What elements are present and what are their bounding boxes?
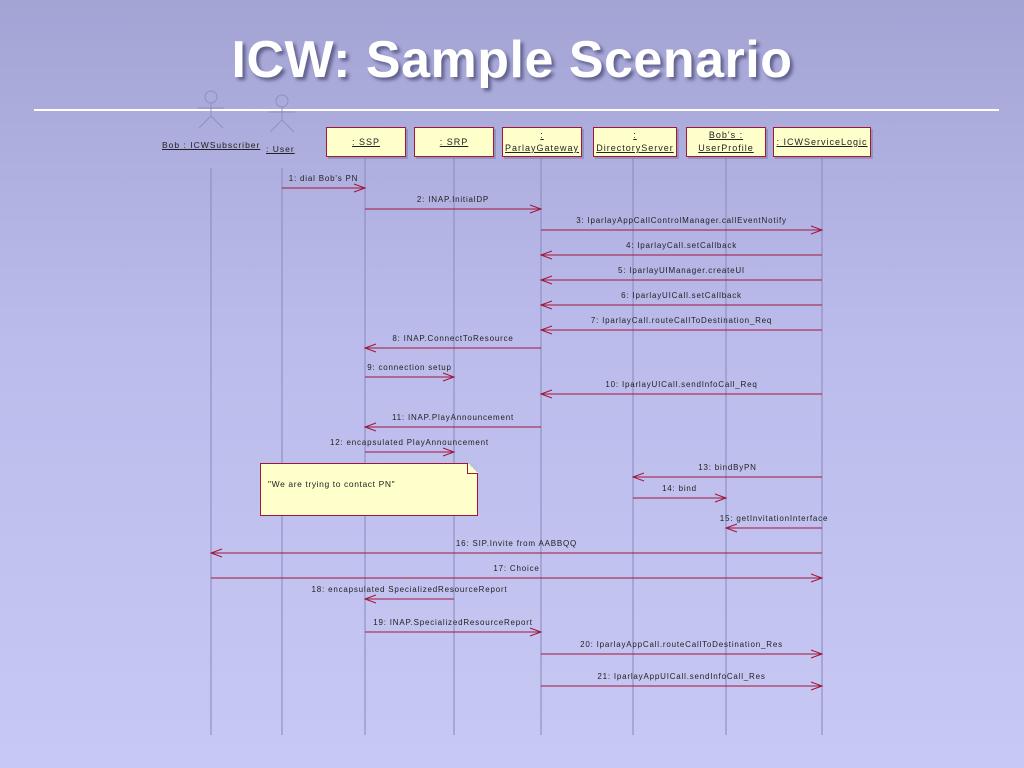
note-box: "We are trying to contact PN": [260, 463, 478, 516]
object-ssp-label: : SSP: [351, 136, 380, 147]
message-label-19: 19: INAP.SpecializedResourceReport: [373, 618, 533, 627]
message-label-16: 16: SIP.Invite from AABBQQ: [456, 539, 577, 548]
message-label-12: 12: encapsulated PlayAnnouncement: [330, 438, 489, 447]
message-arrowhead-18: [363, 594, 377, 604]
actor-figure-bob: [198, 90, 224, 129]
message-arrowhead-19: [529, 627, 543, 637]
message-label-8: 8: INAP.ConnectToResource: [392, 334, 513, 343]
object-directory-server-label: : DirectoryServer: [596, 130, 674, 153]
message-label-7: 7: IparlayCall.routeCallToDestination_Re…: [591, 316, 772, 325]
message-label-18: 18: encapsulated SpecializedResourceRepo…: [312, 585, 508, 594]
message-arrowhead-20: [810, 649, 824, 659]
message-label-15: 15: getInvitationInterface: [720, 514, 828, 523]
message-label-1: 1: dial Bob's PN: [289, 174, 358, 183]
message-arrowhead-12: [442, 447, 456, 457]
message-arrowhead-2: [529, 204, 543, 214]
message-arrowhead-3: [810, 225, 824, 235]
message-arrowhead-8: [363, 343, 377, 353]
message-label-14: 14: bind: [662, 484, 697, 493]
message-arrowhead-15: [724, 523, 738, 533]
actor-figure-user: [269, 94, 295, 133]
object-srp-label: : SRP: [439, 136, 469, 147]
message-arrowhead-21: [810, 681, 824, 691]
object-icw-service-logic-label: : ICWServiceLogic: [776, 136, 868, 147]
note-fold: [467, 463, 478, 474]
message-label-9: 9: connection setup: [367, 363, 452, 372]
message-arrowhead-16: [209, 548, 223, 558]
message-label-11: 11: INAP.PlayAnnouncement: [392, 413, 514, 422]
message-label-10: 10: IparlayUICall.sendInfoCall_Req: [605, 380, 757, 389]
message-arrowhead-5: [539, 275, 553, 285]
note-text: "We are trying to contact PN": [268, 479, 396, 489]
title-divider: [34, 109, 999, 111]
message-arrowhead-17: [810, 573, 824, 583]
message-label-13: 13: bindByPN: [698, 463, 757, 472]
message-arrowhead-7: [539, 325, 553, 335]
message-arrowhead-10: [539, 389, 553, 399]
message-label-17: 17: Choice: [493, 564, 539, 573]
message-label-3: 3: IparlayAppCallControlManager.callEven…: [576, 216, 787, 225]
actor-label-user: : User: [266, 144, 295, 154]
message-label-20: 20: IparlayAppCall.routeCallToDestinatio…: [580, 640, 783, 649]
slide-title: ICW: Sample Scenario: [231, 31, 793, 89]
object-user-profile-label: Bob's : UserProfile: [698, 130, 754, 153]
message-label-4: 4: IparlayCall.setCallback: [626, 241, 737, 250]
message-arrowhead-4: [539, 250, 553, 260]
message-arrowhead-13: [631, 472, 645, 482]
message-arrowhead-1: [353, 183, 367, 193]
object-directory-server: : DirectoryServer: [593, 127, 677, 157]
object-parlay-gateway: : ParlayGateway: [502, 127, 582, 157]
message-label-6: 6: IparlayUICall.setCallback: [621, 291, 742, 300]
message-arrowhead-9: [442, 372, 456, 382]
object-parlay-gateway-label: : ParlayGateway: [505, 130, 580, 153]
message-arrowhead-6: [539, 300, 553, 310]
message-label-2: 2: INAP.InitialDP: [417, 195, 489, 204]
actor-label-bob: Bob : ICWSubscriber: [162, 140, 261, 150]
object-icw-service-logic: : ICWServiceLogic: [773, 127, 871, 157]
object-ssp: : SSP: [326, 127, 406, 157]
message-label-5: 5: IparlayUIManager.createUI: [618, 266, 745, 275]
message-label-21: 21: IparlayAppUICall.sendInfoCall_Res: [597, 672, 765, 681]
object-srp: : SRP: [414, 127, 494, 157]
message-arrowhead-14: [714, 493, 728, 503]
object-user-profile: Bob's : UserProfile: [686, 127, 766, 157]
message-arrowhead-11: [363, 422, 377, 432]
